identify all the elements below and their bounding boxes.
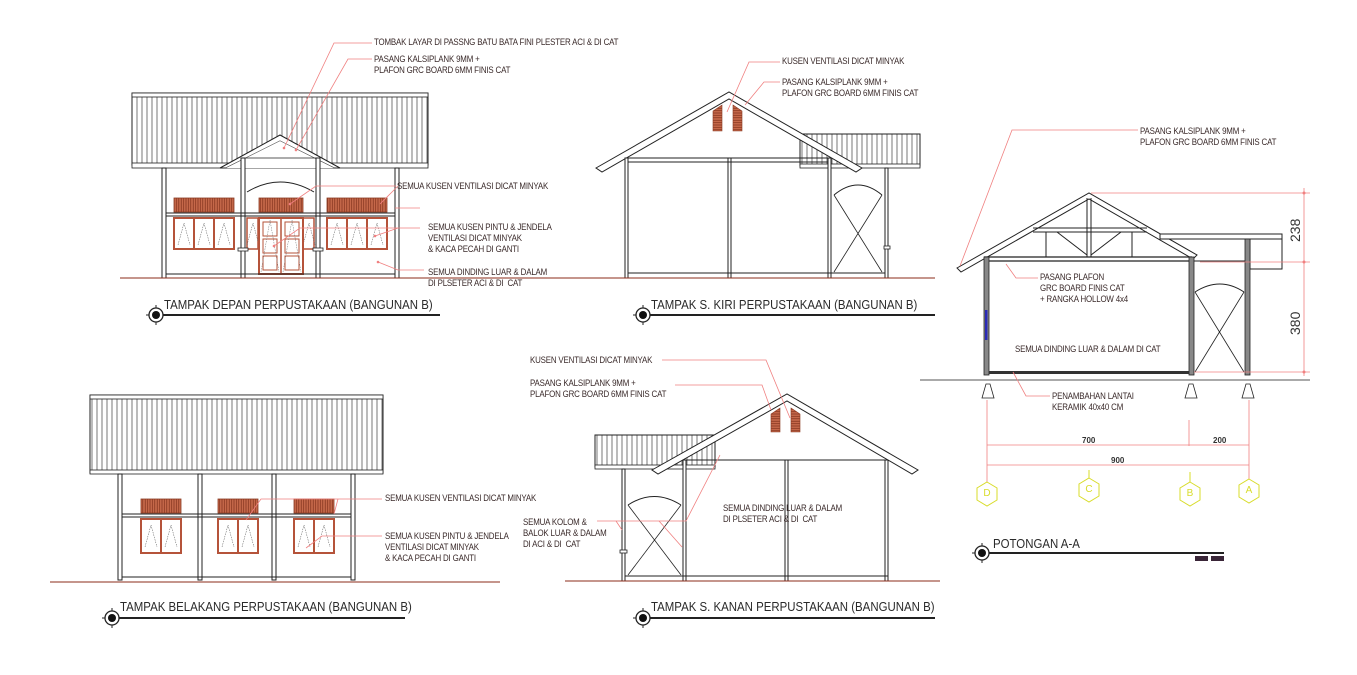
dim-span-total: 900 <box>1111 456 1125 465</box>
dim-wall-height: 380 <box>1287 311 1303 335</box>
section-note-floor: PENAMBAHAN LANTAI KERAMIK 40x40 CM <box>1052 391 1134 412</box>
grid-label-b: B <box>1186 488 1194 499</box>
section-note-ceiling: PASANG PLAFON GRC BOARD FINIS CAT + RANG… <box>1040 272 1128 304</box>
back-note-ventilation: SEMUA KUSEN VENTILASI DICAT MINYAK <box>385 493 537 503</box>
right-note-walls: SEMUA DINDING LUAR & DALAM DI PLSETER AC… <box>723 503 843 524</box>
front-note-ventilation: SEMUA KUSEN VENTILASI DICAT MINYAK <box>397 181 549 191</box>
right-view-title: TAMPAK S. KANAN PERPUSTAKAAN (BANGUNAN B… <box>651 599 935 614</box>
right-note-kalsiplank: PASANG KALSIPLANK 9MM + PLAFON GRC BOARD… <box>530 378 667 399</box>
front-note-gable: TOMBAK LAYAR DI PASSNG BATU BATA FINI PL… <box>374 37 619 47</box>
front-note-kalsiplank: PASANG KALSIPLANK 9MM + PLAFON GRC BOARD… <box>374 54 511 75</box>
left-elevation <box>560 61 935 326</box>
dim-span-main: 700 <box>1082 436 1096 445</box>
back-note-frames: SEMUA KUSEN PINTU & JENDELA VENTILASI DI… <box>385 531 509 563</box>
right-note-ventilation: KUSEN VENTILASI DICAT MINYAK <box>530 355 653 365</box>
grid-label-d: D <box>983 488 991 499</box>
section-view-title: POTONGAN A-A <box>993 536 1080 551</box>
left-view-title: TAMPAK S. KIRI PERPUSTAKAAN (BANGUNAN B) <box>651 297 918 312</box>
back-elevation <box>50 394 500 629</box>
grid-label-a: A <box>1245 485 1253 496</box>
right-note-columns: SEMUA KOLOM & BALOK LUAR & DALAM DI ACI … <box>523 517 607 549</box>
front-elevation <box>120 42 560 326</box>
front-note-frames: SEMUA KUSEN PINTU & JENDELA VENTILASI DI… <box>428 222 552 254</box>
section-note-kalsiplank: PASANG KALSIPLANK 9MM + PLAFON GRC BOARD… <box>1140 126 1277 147</box>
dim-span-porch: 200 <box>1213 436 1227 445</box>
back-view-title: TAMPAK BELAKANG PERPUSTAKAAN (BANGUNAN B… <box>120 599 412 614</box>
left-note-ventilation: KUSEN VENTILASI DICAT MINYAK <box>782 56 905 66</box>
dim-roof-height: 238 <box>1287 218 1303 242</box>
front-view-title: TAMPAK DEPAN PERPUSTAKAAN (BANGUNAN B) <box>164 297 433 312</box>
left-note-kalsiplank: PASANG KALSIPLANK 9MM + PLAFON GRC BOARD… <box>782 77 919 98</box>
grid-label-c: C <box>1085 484 1093 495</box>
front-note-walls: SEMUA DINDING LUAR & DALAM DI PLSETER AC… <box>428 267 548 288</box>
section-note-walls: SEMUA DINDING LUAR & DALAM DI CAT <box>1015 344 1161 354</box>
section-a-a <box>920 129 1310 564</box>
right-elevation <box>565 359 940 629</box>
